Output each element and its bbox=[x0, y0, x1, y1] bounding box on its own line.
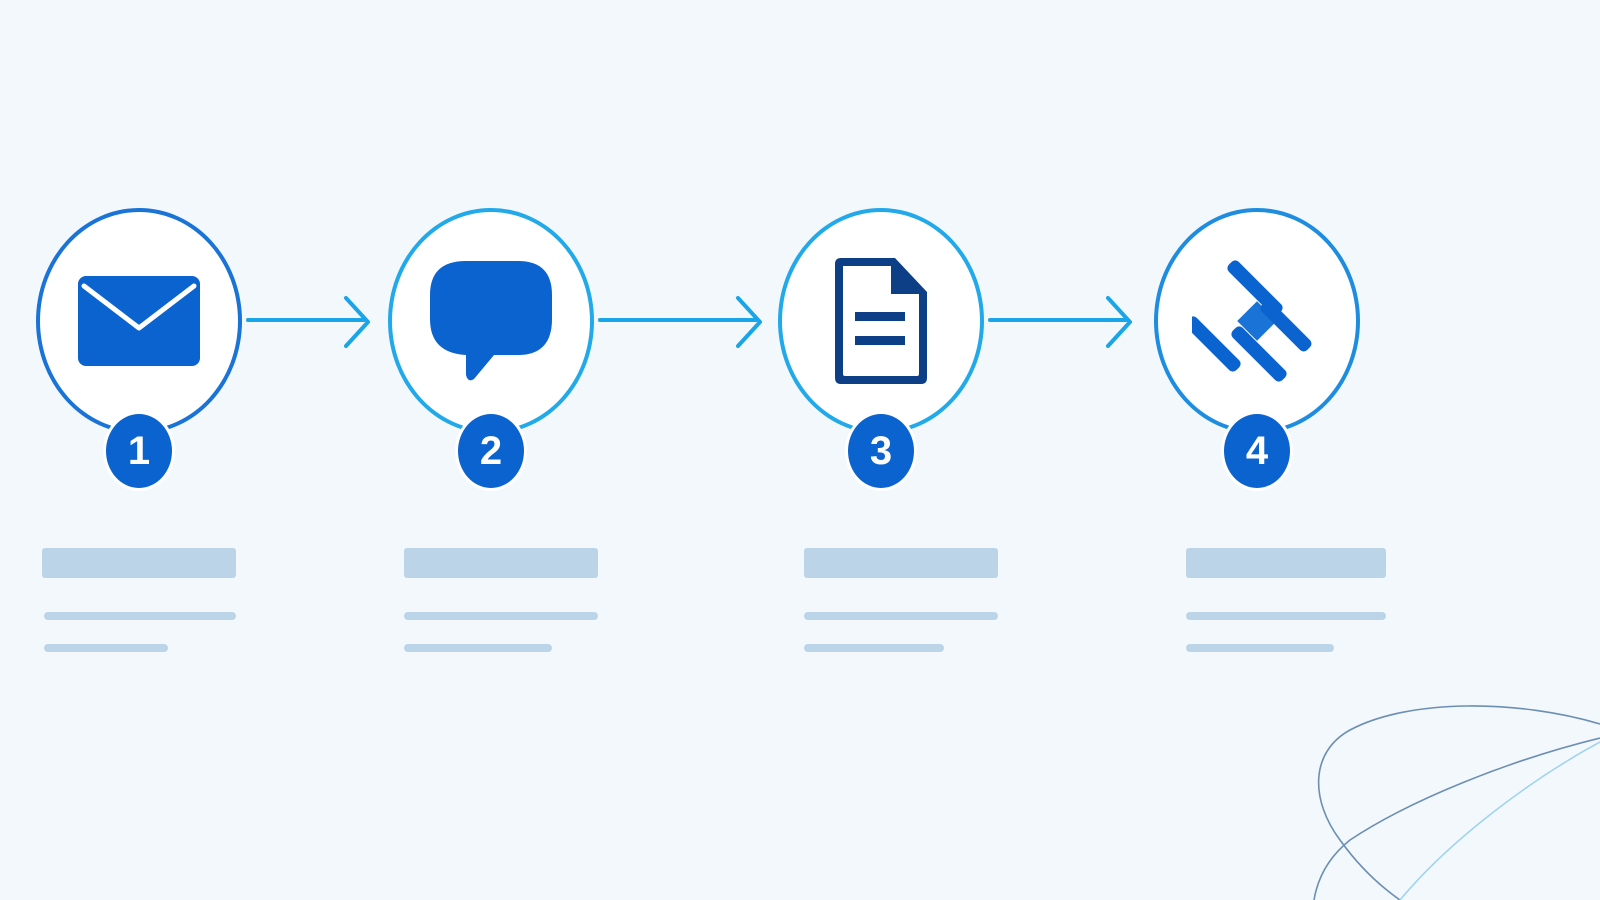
text-placeholder-line bbox=[44, 644, 168, 652]
connector-1-2 bbox=[246, 318, 366, 322]
text-placeholder-line bbox=[1186, 612, 1386, 620]
gavel-icon bbox=[1192, 260, 1312, 382]
arrow-head-icon bbox=[736, 296, 762, 348]
step-number-badge: 3 bbox=[845, 411, 917, 491]
envelope-icon bbox=[78, 276, 200, 366]
step-number-badge: 4 bbox=[1221, 411, 1293, 491]
title-placeholder-bar bbox=[404, 548, 598, 578]
connector-2-3 bbox=[598, 318, 758, 322]
step-number-badge: 1 bbox=[103, 411, 175, 491]
speech-bubble-icon bbox=[430, 261, 552, 381]
step-icon-container bbox=[36, 208, 242, 434]
step-1: 1 bbox=[36, 208, 256, 491]
text-placeholder-line bbox=[1186, 644, 1334, 652]
title-placeholder-bar bbox=[1186, 548, 1386, 578]
title-placeholder-bar bbox=[42, 548, 236, 578]
step-circle bbox=[778, 208, 984, 434]
step-2: 2 bbox=[388, 208, 608, 491]
step-icon-container bbox=[778, 208, 984, 434]
connector-3-4 bbox=[988, 318, 1128, 322]
text-placeholder-line bbox=[44, 612, 236, 620]
text-placeholder-line bbox=[404, 644, 552, 652]
text-placeholder-line bbox=[804, 612, 998, 620]
decorative-curves bbox=[1313, 705, 1600, 900]
step-4: 4 bbox=[1154, 208, 1374, 491]
text-placeholder-line bbox=[804, 644, 944, 652]
step-icon-container bbox=[388, 208, 594, 434]
step-number-badge: 2 bbox=[455, 411, 527, 491]
arrow-head-icon bbox=[344, 296, 370, 348]
step-icon-container bbox=[1154, 208, 1360, 434]
title-placeholder-bar bbox=[804, 548, 998, 578]
text-placeholder-line bbox=[404, 612, 598, 620]
document-icon bbox=[835, 258, 927, 384]
step-3: 3 bbox=[778, 208, 998, 491]
arrow-head-icon bbox=[1106, 296, 1132, 348]
